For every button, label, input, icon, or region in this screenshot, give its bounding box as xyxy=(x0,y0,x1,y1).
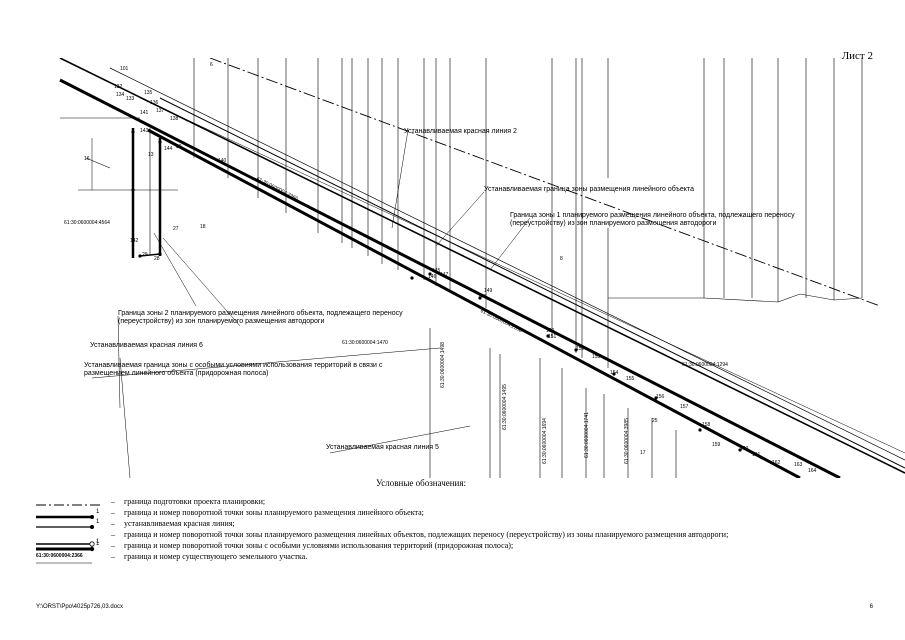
parcel-number: 61:30:0600004:1294 xyxy=(682,362,728,368)
point-number: 155 xyxy=(626,376,635,382)
point-number: 163 xyxy=(794,462,803,468)
point-number: 18 xyxy=(200,224,206,230)
planning-drawing: 6 8 13 16 18 17 25 27 28 29 30 101 132 1… xyxy=(0,58,905,478)
point-number: 6 xyxy=(210,62,213,68)
point-number: 154 xyxy=(610,370,619,376)
legend-text: граница и номер поворотной точки зоны с … xyxy=(124,541,514,550)
parcel-number: 61:30:0600004:1741 xyxy=(584,412,590,458)
legend-symbol-parcel: 61:30:0600004:2366 xyxy=(36,552,102,564)
legend-symbol-red-line: 1 xyxy=(36,519,102,529)
point-number: 136 xyxy=(150,100,159,106)
parcel-number: 61:30:0600004:1495 xyxy=(502,384,508,430)
point-number: 135 xyxy=(144,90,153,96)
label-zone-1: Граница зоны 1 планируемого размещения л… xyxy=(510,212,795,227)
legend: – граница подготовки проекта планировки;… xyxy=(36,497,876,564)
point-number: 144 xyxy=(164,146,173,152)
legend-item: 1 – граница и номер поворотной точки зон… xyxy=(36,508,876,519)
point-number: 142 xyxy=(130,238,139,244)
label-red-line-5: Устанавливаемая красная линия 5 xyxy=(326,444,439,451)
point-number: 133 xyxy=(126,96,135,102)
legend-dash: – xyxy=(111,519,115,528)
point-number: 158 xyxy=(702,422,711,428)
legend-title: Условные обозначения: xyxy=(376,478,467,488)
legend-dash: – xyxy=(111,508,115,517)
legend-item: 1 – граница и номер поворотной точки зон… xyxy=(36,541,876,552)
point-number: 152 xyxy=(576,346,585,352)
legend-symbol-special-zone: 1 xyxy=(36,541,102,552)
label-special-zone: Устанавливаемая граница зоны с особыми у… xyxy=(84,362,383,377)
legend-point-label: 1 xyxy=(96,539,100,545)
legend-symbol-boundary xyxy=(36,497,102,507)
legend-symbol-zone: 1 xyxy=(36,508,102,519)
legend-item: 1 – граница и номер поворотной точки зон… xyxy=(36,530,876,547)
point-number: 145 xyxy=(432,268,441,274)
legend-dash: – xyxy=(111,541,115,550)
point-number: 30 xyxy=(176,144,182,150)
point-number: 141 xyxy=(140,110,149,116)
point-number: 29 xyxy=(142,252,148,258)
point-number: 156 xyxy=(656,394,665,400)
point-number: 27 xyxy=(173,226,179,232)
point-number: 146 xyxy=(428,274,437,280)
page-number: 6 xyxy=(869,604,873,610)
legend-text: граница и номер существующего земельного… xyxy=(124,552,308,561)
legend-text: граница и номер поворотной точки зоны пл… xyxy=(124,508,424,517)
point-number: 140 xyxy=(218,158,227,164)
point-number: 134 xyxy=(116,92,125,98)
legend-item: – граница подготовки проекта планировки; xyxy=(36,497,876,508)
point-number: 153 xyxy=(592,354,601,360)
legend-point-label: 1 xyxy=(96,509,100,515)
label-zone-2: Граница зоны 2 планируемого размещения л… xyxy=(118,310,403,325)
point-number: 16 xyxy=(84,156,90,162)
legend-text: устанавливаемая красная линия; xyxy=(124,519,235,528)
legend-text: граница и номер поворотной точки зоны пл… xyxy=(124,530,729,539)
legend-parcel-label: 61:30:0600004:2366 xyxy=(36,553,83,559)
point-number: 157 xyxy=(680,404,689,410)
point-number: 8 xyxy=(560,256,563,262)
point-number: 160 xyxy=(740,446,749,452)
point-number: 137 xyxy=(156,108,165,114)
point-number: 101 xyxy=(120,66,129,72)
parcel-number: 61:30:0600004:1498 xyxy=(440,342,446,388)
point-number: 25 xyxy=(652,418,658,424)
legend-dash: – xyxy=(111,552,115,561)
point-number: 17 xyxy=(640,450,646,456)
point-number: 161 xyxy=(752,452,761,458)
parcel-number: 61:30:0600004:1694 xyxy=(542,418,548,464)
point-number: 13 xyxy=(148,152,154,158)
point-number: 148 xyxy=(478,294,487,300)
label-zone-border: Устанавливаемая граница зоны размещения … xyxy=(484,186,694,193)
parcel-number: 61:30:0600004:3985 xyxy=(624,418,630,464)
parcel-number: 61:30:0600004:1470 xyxy=(342,340,388,346)
legend-text: граница подготовки проекта планировки; xyxy=(124,497,266,506)
point-number: 147 xyxy=(440,272,449,278)
legend-dash: – xyxy=(111,530,115,539)
point-number: 164 xyxy=(808,468,817,474)
point-number: 132 xyxy=(114,84,123,90)
label-red-line-2: Устанавливаемая красная линия 2 xyxy=(404,128,517,135)
drawing-svg xyxy=(59,58,905,478)
legend-item: 61:30:0600004:2366 – граница и номер сущ… xyxy=(36,552,876,564)
sheet-number: Лист 2 xyxy=(841,50,873,62)
point-number: 143 xyxy=(140,128,149,134)
point-number: 150 xyxy=(546,328,555,334)
legend-point-label: 1 xyxy=(96,541,100,547)
file-path: Y:\ORST\Ppo\4025p726,03.docx xyxy=(36,604,124,610)
point-number: 151 xyxy=(548,334,557,340)
legend-symbol-relocation-zone: 1 xyxy=(36,530,102,547)
label-red-line-6: Устанавливаемая красная линия 6 xyxy=(90,342,203,349)
point-number: 159 xyxy=(712,442,721,448)
legend-point-label: 1 xyxy=(96,519,100,525)
point-number: 162 xyxy=(772,460,781,466)
point-number: 28 xyxy=(154,256,160,262)
legend-dash: – xyxy=(111,497,115,506)
point-number: 149 xyxy=(484,288,493,294)
legend-item: 1 – устанавливаемая красная линия; xyxy=(36,519,876,530)
point-number: 138 xyxy=(170,116,179,122)
parcel-number: 61:30:0600004:4564 xyxy=(64,220,110,226)
